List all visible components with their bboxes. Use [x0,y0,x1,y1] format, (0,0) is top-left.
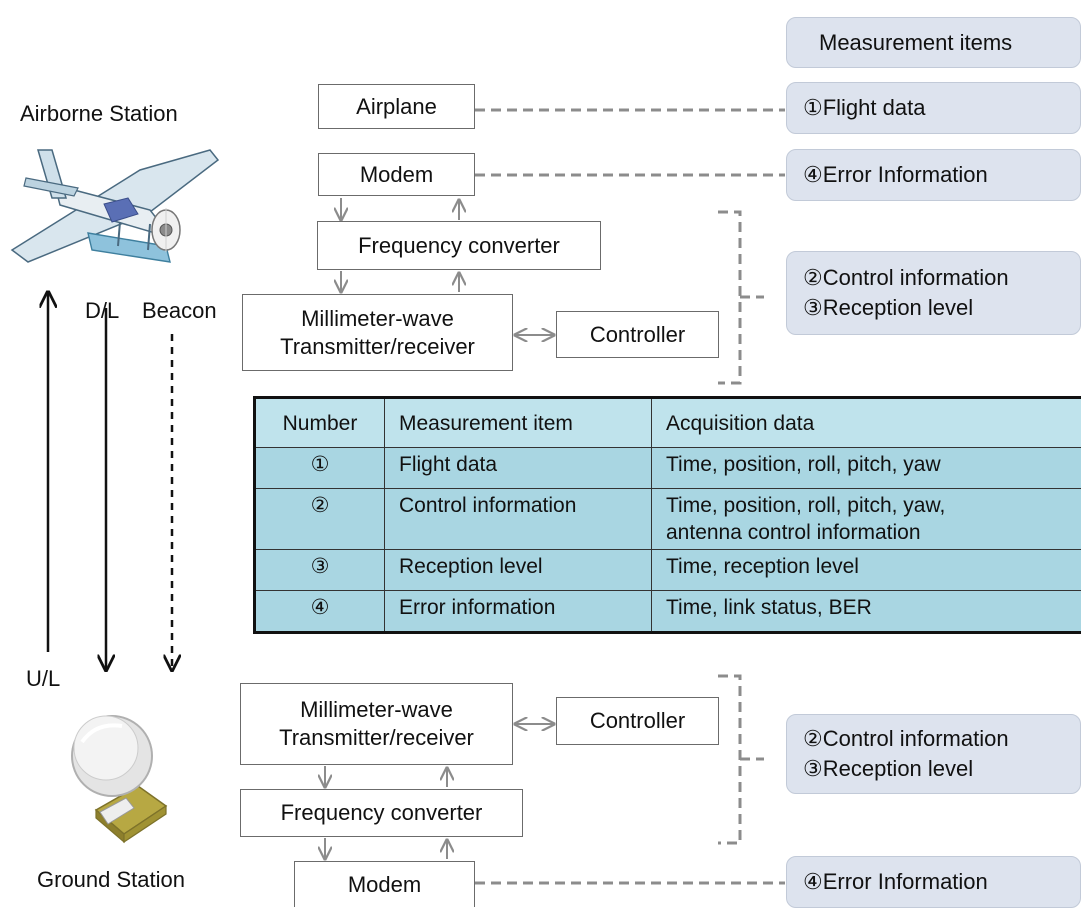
airborne-transceiver-line-1: Millimeter-wave [301,305,454,333]
header-number: Number [255,398,385,448]
error-information-top-text: ④Error Information [803,160,1080,190]
beacon-label: Beacon [142,298,217,324]
row-acquisition-data: Time, link status, BER [652,591,1081,633]
uplink-label: U/L [26,666,60,692]
row-measurement-item: Control information [385,489,652,550]
row-acquisition-data: Time, position, roll, pitch, yaw [652,448,1081,489]
ground-control-info-text: ②Control information [803,724,1080,754]
airplane-box: Airplane [318,84,475,129]
table-row: ③ Reception level Time, reception level [255,550,1081,591]
row-measurement-item: Error information [385,591,652,633]
airborne-control-info-text: ②Control information [803,263,1080,293]
bracket-ground [718,676,764,843]
header-measurement-item: Measurement item [385,398,652,448]
flight-data-item-text: ①Flight data [803,93,1080,123]
row-number: ① [255,448,385,489]
row-acquisition-data: Time, reception level [652,550,1081,591]
airborne-reception-level-text: ③Reception level [803,293,1080,323]
airborne-transceiver-line-2: Transmitter/receiver [280,333,475,361]
airborne-control-reception-item: ②Control information ③Reception level [786,251,1081,335]
row-acquisition-data-line-2: antenna control information [666,519,1081,546]
table-row: ① Flight data Time, position, roll, pitc… [255,448,1081,489]
measurement-items-header: Measurement items [786,17,1081,68]
airborne-modem-box: Modem [318,153,475,196]
table-row: ④ Error information Time, link status, B… [255,591,1081,633]
row-number: ② [255,489,385,550]
airborne-station-title: Airborne Station [20,101,178,127]
ground-modem-box: Modem [294,861,475,907]
airborne-transceiver-box: Millimeter-wave Transmitter/receiver [242,294,513,371]
ground-reception-level-text: ③Reception level [803,754,1080,784]
downlink-label: D/L [85,298,119,324]
ground-antenna-icon [72,716,166,842]
row-measurement-item: Reception level [385,550,652,591]
flight-data-item: ①Flight data [786,82,1081,134]
measurement-items-header-text: Measurement items [819,28,1080,58]
row-number: ④ [255,591,385,633]
measurement-table: Number Measurement item Acquisition data… [253,396,1081,634]
ground-transceiver-box: Millimeter-wave Transmitter/receiver [240,683,513,765]
error-information-item-bottom: ④Error Information [786,856,1081,908]
ground-frequency-converter-box: Frequency converter [240,789,523,837]
ground-transceiver-line-2: Transmitter/receiver [279,724,474,752]
error-information-item-top: ④Error Information [786,149,1081,201]
row-acquisition-data-line-1: Time, position, roll, pitch, yaw, [666,492,1081,519]
ground-control-reception-item: ②Control information ③Reception level [786,714,1081,794]
table-header-row: Number Measurement item Acquisition data [255,398,1081,448]
airplane-icon [12,150,218,262]
ground-station-title: Ground Station [37,867,185,893]
ground-controller-box: Controller [556,697,719,745]
row-number: ③ [255,550,385,591]
bracket-airborne [718,212,764,383]
airborne-controller-box: Controller [556,311,719,358]
ground-transceiver-line-1: Millimeter-wave [300,696,453,724]
table-row: ② Control information Time, position, ro… [255,489,1081,550]
airborne-frequency-converter-box: Frequency converter [317,221,601,270]
header-acquisition-data: Acquisition data [652,398,1081,448]
row-acquisition-data: Time, position, roll, pitch, yaw, antenn… [652,489,1081,550]
error-information-bottom-text: ④Error Information [803,867,1080,897]
row-measurement-item: Flight data [385,448,652,489]
